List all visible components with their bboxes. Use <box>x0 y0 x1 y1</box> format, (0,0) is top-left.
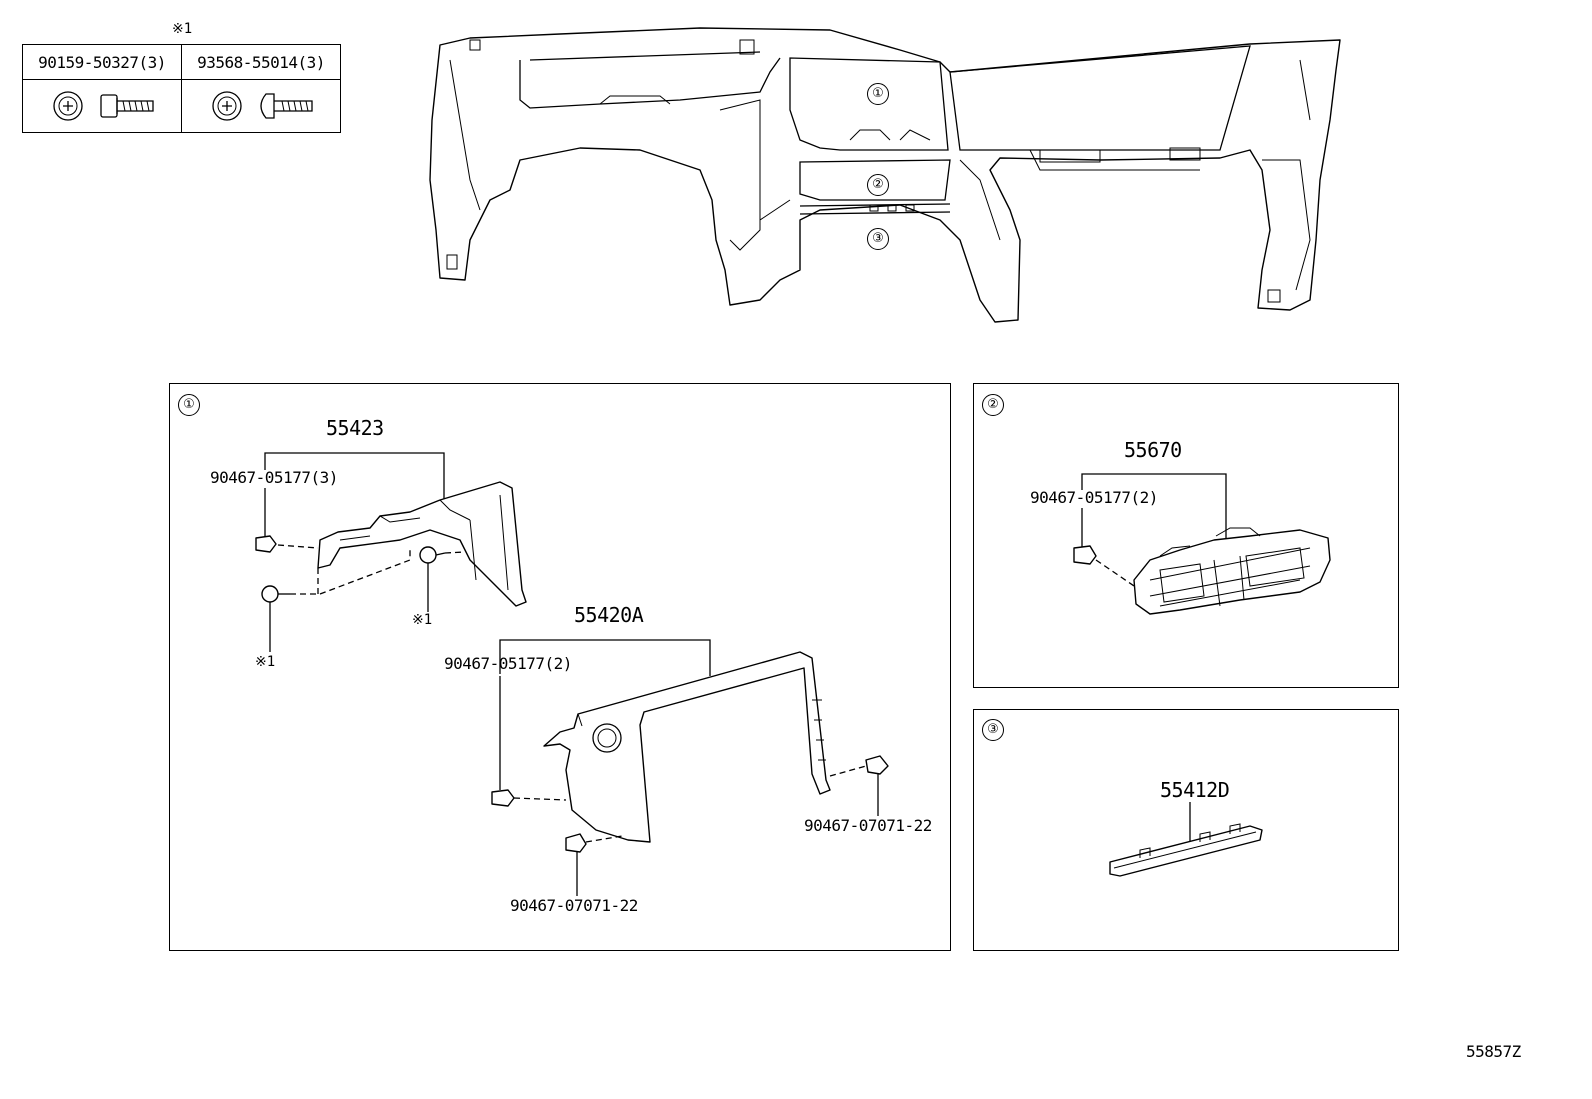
part-55412D-label: 55412D <box>1160 778 1230 802</box>
clip-b-label: 90467-05177(2) <box>444 654 572 673</box>
legend-part-no-1: 90159-50327(3) <box>38 52 166 72</box>
panel-1-index: ① <box>178 394 200 416</box>
panel-2-clip-label: 90467-05177(2) <box>1030 488 1158 507</box>
flange-bolt-icon <box>53 91 154 121</box>
drawing-code: 55857Z <box>1466 1042 1521 1061</box>
overview-callout-1: ① <box>867 83 889 105</box>
clip-c-label: 90467-07071-22 <box>804 816 932 835</box>
detail-panel-2 <box>973 383 1399 688</box>
mark-b-label: ※1 <box>255 654 276 670</box>
legend-part-no-2: 93568-55014(3) <box>197 52 325 72</box>
overview-callout-3: ③ <box>867 228 889 250</box>
part-55420A-label: 55420A <box>574 603 644 627</box>
part-55670-label: 55670 <box>1124 438 1182 462</box>
mark-a-label: ※1 <box>412 612 433 628</box>
clip-a-label: 90467-05177(3) <box>210 468 338 487</box>
legend-mark: ※1 <box>172 21 193 37</box>
instrument-panel-overview-drawing <box>429 27 1341 323</box>
overview-callout-2: ② <box>867 174 889 196</box>
panel-2-index: ② <box>982 394 1004 416</box>
washer-screw-icon <box>212 91 313 121</box>
fastener-legend-table: 90159-50327(3) 93568-55014(3) <box>22 44 341 133</box>
clip-d-label: 90467-07071-22 <box>510 896 638 915</box>
panel-3-index: ③ <box>982 719 1004 741</box>
detail-panel-3 <box>973 709 1399 951</box>
detail-panel-1 <box>169 383 951 951</box>
part-55423-label: 55423 <box>326 416 384 440</box>
